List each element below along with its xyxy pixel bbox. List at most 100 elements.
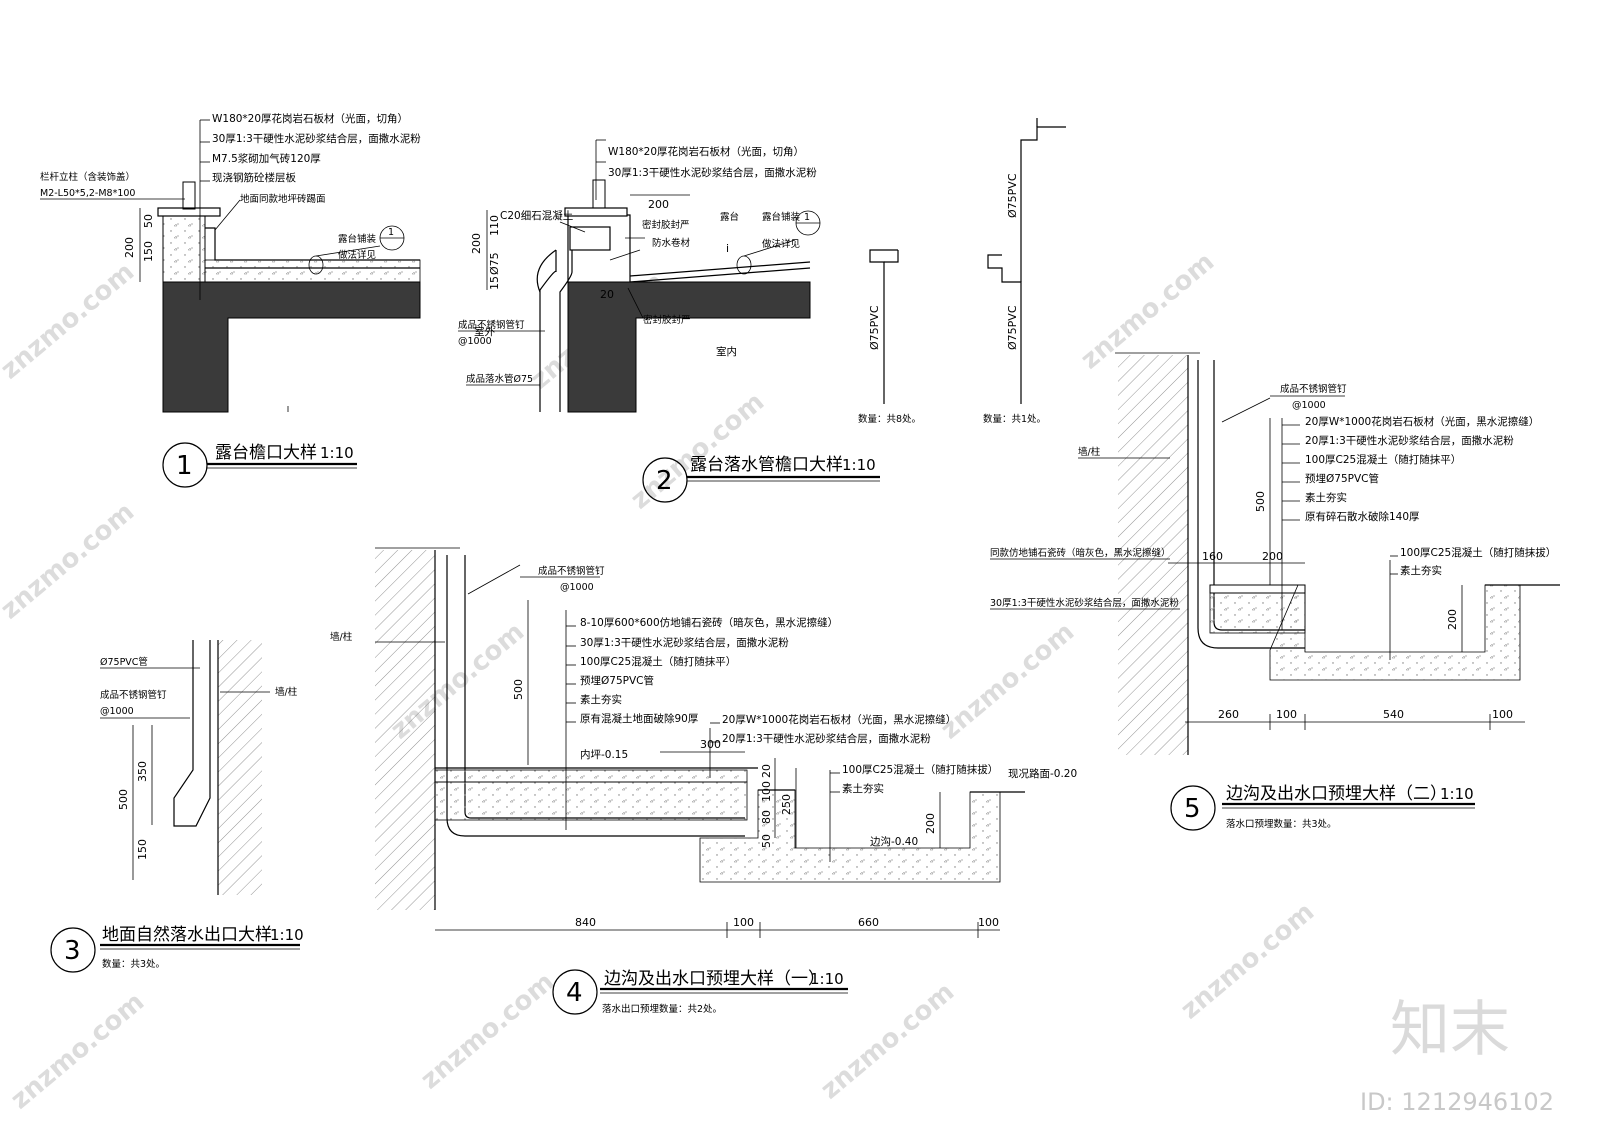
svg-text:50: 50: [142, 214, 155, 228]
note: 8-10厚600*600仿地铺石瓷砖（暗灰色，黑水泥擦缝）: [580, 616, 838, 629]
detail-number: 3: [64, 936, 81, 966]
floor-label: 地面同款地坪砖踢面: [240, 193, 326, 205]
detail-4-drain-ditch: 成品不锈钢管钉 @1000 墙/柱 8-10厚600*600仿地铺石瓷砖（暗灰色…: [330, 547, 1077, 1015]
svg-text:500: 500: [117, 789, 130, 810]
nail-label: 成品不锈钢管钉: [1280, 383, 1347, 395]
svg-text:200: 200: [123, 237, 136, 258]
svg-text:840: 840: [575, 916, 596, 929]
mortar-label: 30厚1:3干硬性水泥砂浆结合层，面撒水泥粉: [990, 597, 1179, 609]
ref-label: 露台铺装: [762, 211, 801, 223]
note: M7.5浆砌加气砖120厚: [212, 152, 321, 165]
svg-text:300: 300: [700, 738, 721, 751]
wall-label: 墙/柱: [1078, 446, 1101, 458]
note: 100厚C25混凝土（随打随抹平）: [1305, 453, 1461, 466]
nail-label: 成品不锈钢管钉: [458, 319, 525, 331]
svg-text:350: 350: [136, 761, 149, 782]
brick-parapet: [162, 214, 206, 283]
detail-title: 地面自然落水出口大样: [102, 925, 272, 945]
svg-text:200: 200: [924, 813, 937, 834]
svg-text:200: 200: [1446, 609, 1459, 630]
indoor-label: 室内: [716, 345, 737, 358]
note: 20厚W*1000花岗岩石板材（光面，黑水泥擦缝）: [1305, 415, 1539, 428]
note: 现浇钢筋砼楼层板: [212, 171, 296, 184]
wall-label: 墙/柱: [275, 686, 298, 698]
svg-text:540: 540: [1383, 708, 1404, 721]
detail-title: 露台檐口大样: [215, 443, 317, 463]
nail-spacing: @1000: [458, 336, 492, 347]
level-label: 边沟-0.40: [870, 835, 918, 848]
pvc-label: Ø75PVC: [1006, 305, 1019, 350]
svg-text:Ø75: Ø75: [488, 252, 501, 275]
svg-text:160: 160: [1202, 550, 1223, 563]
pipe-label: Ø75PVC管: [100, 656, 148, 668]
note: 100厚C25混凝土（随打随抹拔）: [1400, 546, 1556, 559]
svg-text:150: 150: [136, 839, 149, 860]
railing-label: 栏杆立柱（含装饰盖）: [40, 171, 135, 183]
pvc-elevations: Ø75PVC 数量：共8处。 Ø75PVC Ø75PVC 数量：共1处。: [858, 118, 1066, 425]
quantity: 落水出口预埋数量：共2处。: [602, 1003, 722, 1015]
seal-label: 密封胶封严: [643, 314, 691, 326]
note: 30厚1:3干硬性水泥砂浆结合层，面撒水泥粉: [580, 636, 789, 649]
nail-spacing: @1000: [560, 582, 594, 593]
nail-label: 成品不锈钢管钉: [100, 689, 167, 701]
note: 100厚C25混凝土（随打随抹拔）: [842, 763, 998, 776]
nail-label: 成品不锈钢管钉: [538, 565, 605, 577]
svg-text:100: 100: [1492, 708, 1513, 721]
svg-text:250: 250: [780, 794, 793, 815]
svg-text:100: 100: [978, 916, 999, 929]
quantity: 落水口预埋数量：共3处。: [1226, 818, 1337, 830]
outdoor-label: 室外: [474, 325, 495, 338]
watermark-text: znzmo.com: [0, 257, 140, 385]
terrace-label: 露台: [720, 211, 739, 223]
detail-5-drain-ditch: 成品不锈钢管钉 @1000 墙/柱 20厚W*1000花岗岩石板材（光面，黑水泥…: [990, 352, 1560, 831]
svg-text:200: 200: [648, 198, 669, 211]
railing-post: [182, 181, 196, 210]
detail-number: 4: [566, 978, 583, 1008]
detail-title: 露台落水管檐口大样: [690, 455, 843, 475]
note: W180*20厚花岗岩石板材（光面，切角）: [608, 145, 804, 158]
seal-label: 密封胶封严: [642, 219, 690, 231]
note: 原有混凝土地面破除90厚: [580, 712, 699, 725]
watermark-text: znzmo.com: [625, 387, 770, 515]
note: 30厚1:3干硬性水泥砂浆结合层，面撒水泥粉: [212, 132, 421, 145]
concrete-slab: [567, 281, 811, 413]
ref-num: 1: [804, 212, 810, 223]
detail-scale: 1:10: [842, 456, 876, 474]
note: 素土夯实: [1305, 491, 1347, 504]
note: 素土夯实: [1400, 564, 1442, 577]
detail-scale: 1:10: [320, 444, 354, 462]
svg-text:50: 50: [760, 834, 773, 848]
ref-label: 露台铺装: [338, 233, 377, 245]
watermark-text: znzmo.com: [0, 497, 140, 625]
svg-text:100: 100: [733, 916, 754, 929]
concrete-slab: [162, 281, 421, 413]
detail-3-ground-outlet: Ø75PVC管 成品不锈钢管钉 @1000 墙/柱 500 350 150 3 …: [50, 640, 304, 973]
ref-label: 做法详见: [338, 249, 376, 261]
note: W180*20厚花岗岩石板材（光面，切角）: [212, 112, 408, 125]
watermark-brand: 知末: [1390, 995, 1510, 1065]
note: 100厚C25混凝土（随打随抹平）: [580, 655, 736, 668]
level-label: 内坪-0.15: [580, 748, 628, 761]
note: 20厚W*1000花岗岩石板材（光面，黑水泥擦缝）: [722, 713, 956, 726]
note: 20厚1:3干硬性水泥砂浆结合层，面撒水泥粉: [1305, 434, 1514, 447]
svg-text:80: 80: [760, 810, 773, 824]
railing-spec: M2-L50*5,2-M8*100: [40, 188, 135, 199]
svg-text:15: 15: [488, 276, 501, 290]
coping-stone: [157, 207, 221, 217]
detail-scale: 1:10: [270, 926, 304, 944]
pvc-label: Ø75PVC: [1006, 173, 1019, 218]
detail-title: 边沟及出水口预埋大样（二）: [1226, 784, 1447, 804]
c20-label: C20细石混凝土: [500, 209, 573, 222]
svg-text:i: i: [726, 242, 729, 255]
tile-label: 同款仿地铺石瓷砖（暗灰色，黑水泥擦缝）: [990, 547, 1171, 559]
watermark-id: ID: 1212946102: [1360, 1088, 1554, 1116]
detail-number: 2: [656, 466, 673, 496]
detail-2-downpipe-eave: W180*20厚花岗岩石板材（光面，切角） 30厚1:3干硬性水泥砂浆结合层，面…: [458, 139, 880, 503]
watermark-text: znzmo.com: [935, 617, 1080, 745]
note: 预埋Ø75PVC管: [580, 674, 654, 687]
svg-text:100: 100: [1276, 708, 1297, 721]
svg-text:150: 150: [142, 241, 155, 262]
pvc-label: Ø75PVC: [868, 305, 881, 350]
detail-1-terrace-eave: W180*20厚花岗岩石板材（光面，切角） 30厚1:3干硬性水泥砂浆结合层，面…: [40, 112, 421, 488]
